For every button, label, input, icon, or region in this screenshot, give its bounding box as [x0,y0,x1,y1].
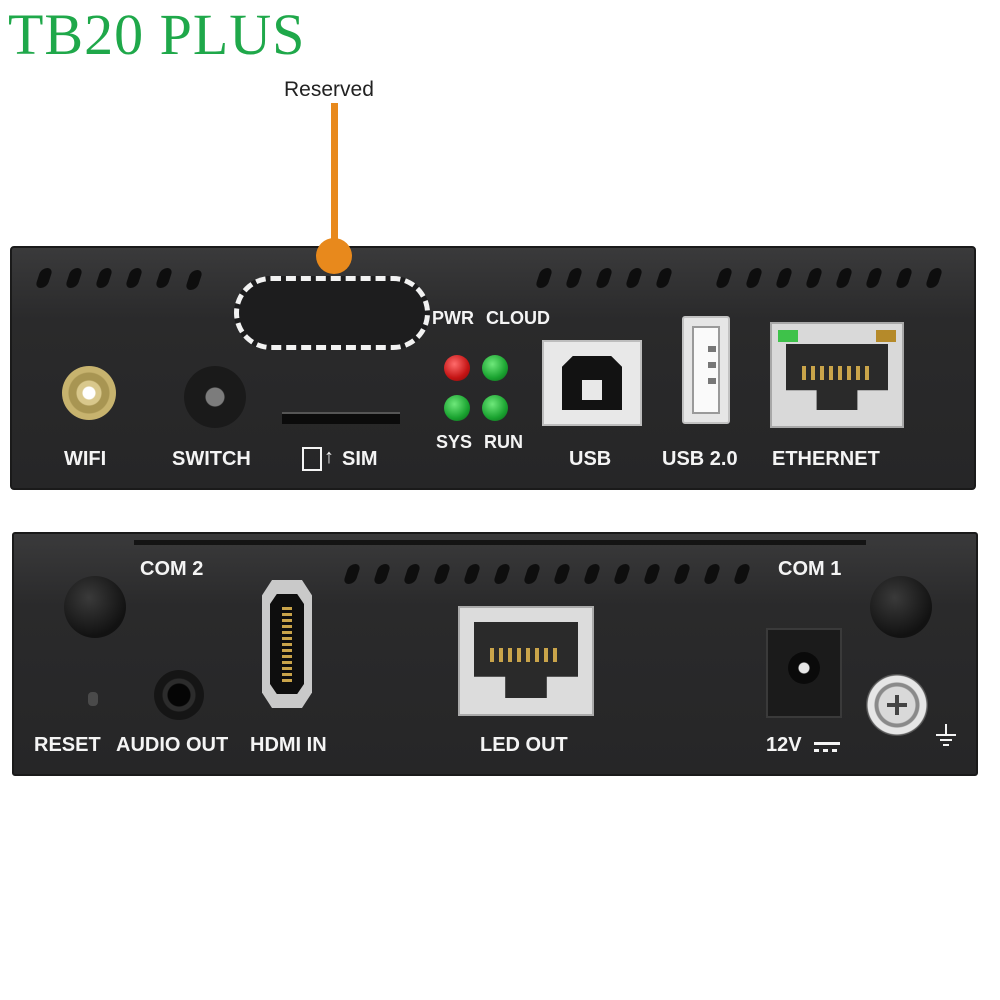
reserved-slot [234,276,430,350]
ground-screw-icon[interactable] [866,674,928,736]
vent-group-left [34,266,208,294]
wifi-connector-icon [62,366,116,420]
reset-pinhole-button[interactable] [88,692,98,706]
vent-group-back [342,562,766,590]
sim-label: SIM [342,448,378,470]
cloud-label: CLOUD [486,308,550,328]
ethernet-port[interactable] [770,322,904,428]
hdmi-in-label: HDMI IN [250,734,327,756]
usb2-label: USB 2.0 [662,448,738,470]
led-out-port[interactable] [458,606,594,716]
sys-label: SYS [436,432,473,452]
dc-symbol-icon [814,742,840,754]
led-out-label: LED OUT [480,734,568,756]
com1-port-cap [870,576,932,638]
run-led-icon [482,395,508,421]
top-rail [134,540,866,545]
vent-group-right [534,266,958,294]
pwr-led-icon [444,355,470,381]
audio-out-jack[interactable] [154,670,204,720]
com2-label: COM 2 [140,558,204,580]
switch-label: SWITCH [172,448,251,470]
usb-b-port[interactable] [542,340,642,426]
sys-led-icon [444,395,470,421]
pwr-label: PWR [432,308,474,328]
ethernet-label: ETHERNET [772,448,880,470]
com2-port-cap [64,576,126,638]
earth-ground-icon [934,724,958,748]
callout-dot [316,238,352,274]
product-title: TB20 PLUS [8,2,306,67]
front-panel: WIFI SWITCH ↑ SIM PWR CLOUD SYS RUN USB … [10,246,976,490]
usb-label: USB [569,448,612,470]
back-panel: COM 2 COM 1 RESET AUDIO OUT HDMI IN LED … [12,532,978,776]
sim-card-slot[interactable] [282,412,400,424]
callout-line [331,103,338,253]
sim-card-icon [302,447,322,471]
dc-power-jack[interactable] [766,628,842,718]
reserved-callout-label: Reserved [284,78,374,101]
power-label: 12V [766,734,802,756]
audio-out-label: AUDIO OUT [116,734,229,756]
power-switch-button[interactable] [184,366,246,428]
run-label: RUN [484,432,523,452]
hdmi-in-port[interactable] [262,580,312,708]
com1-label: COM 1 [778,558,842,580]
wifi-label: WIFI [64,448,107,470]
reset-label: RESET [34,734,101,756]
usb-a-port[interactable] [682,316,730,424]
cloud-led-icon [482,355,508,381]
arrow-up-icon: ↑ [324,446,334,468]
